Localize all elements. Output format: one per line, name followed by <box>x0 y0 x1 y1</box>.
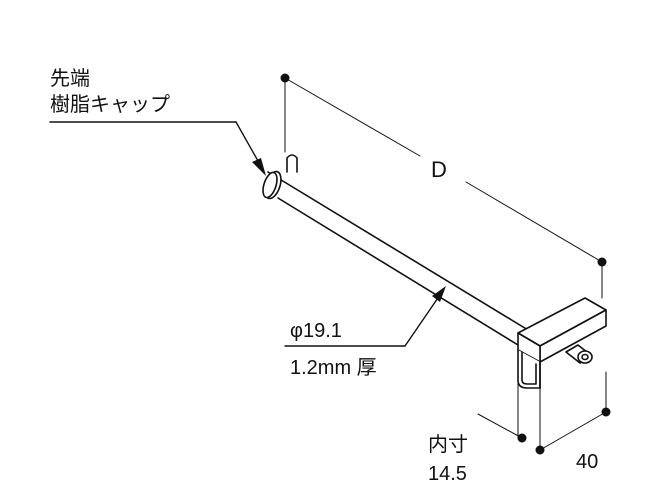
thickness-label: 1.2mm 厚 <box>290 357 377 379</box>
leader-diameter <box>284 286 446 347</box>
rod <box>262 170 529 346</box>
inner-dimension-value: 14.5 <box>428 463 467 485</box>
dim-d-start-dot <box>280 73 290 83</box>
tip-pin <box>286 154 298 173</box>
dim-inner-dot <box>517 433 527 443</box>
leader-tip-cap <box>49 121 266 176</box>
dimension-width-lines <box>477 371 607 451</box>
inner-dimension-label: 内寸 <box>428 432 468 456</box>
dim-width-right-dot <box>601 407 611 417</box>
dimension-d-line <box>284 77 603 299</box>
tip-cap-label-line1: 先端 <box>50 66 90 90</box>
end-bracket <box>517 297 607 389</box>
diameter-label: φ19.1 <box>290 320 342 342</box>
screw-knob <box>565 344 593 364</box>
width-value: 40 <box>576 451 599 473</box>
dim-d-end-dot <box>597 257 607 267</box>
tip-cap-label-line2: 樹脂キャップ <box>50 92 170 116</box>
depth-label: D <box>431 157 447 182</box>
dim-width-left-dot <box>535 445 545 455</box>
